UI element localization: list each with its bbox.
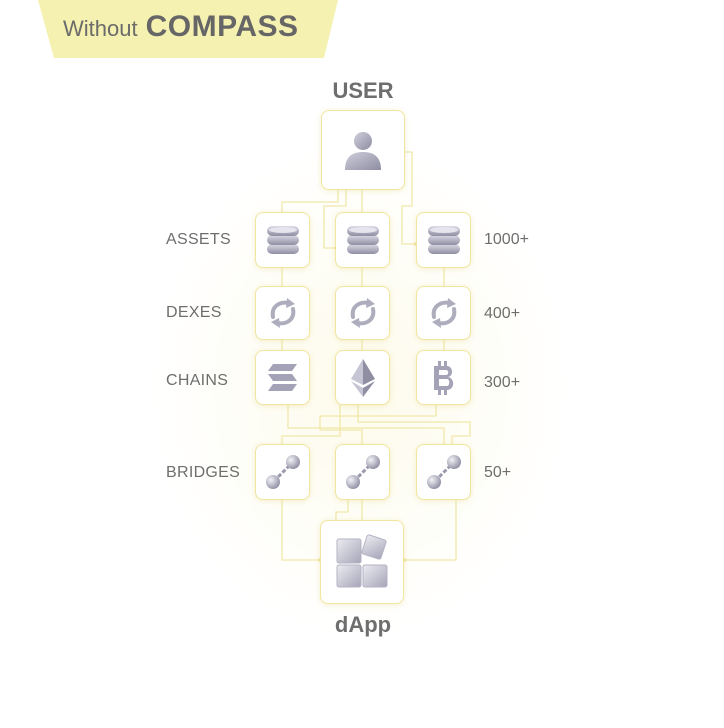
banner-shape	[38, 0, 338, 58]
dex-box-3	[416, 286, 471, 340]
chain-box-solana	[255, 350, 310, 405]
count-bridges: 50+	[484, 464, 512, 481]
solana-logo-icon	[267, 363, 297, 391]
user-box	[321, 110, 405, 190]
chain-link-icon	[265, 455, 300, 489]
asset-box-2	[335, 212, 390, 268]
asset-box-3	[416, 212, 471, 268]
row-label-dexes: DEXES	[166, 304, 222, 321]
count-chains: 300+	[484, 374, 521, 391]
chain-box-ethereum	[335, 350, 390, 405]
dapp-title: dApp	[334, 612, 392, 637]
count-dexes: 400+	[484, 305, 521, 322]
chain-link-icon	[426, 455, 461, 489]
user-title: USER	[332, 78, 394, 103]
dex-box-2	[335, 286, 390, 340]
bridge-box-3	[416, 444, 471, 500]
asset-box-1	[255, 212, 310, 268]
coin-stack-icon	[427, 226, 460, 254]
ethereum-logo-icon	[350, 358, 375, 397]
bitcoin-logo-icon	[433, 360, 453, 395]
user-icon	[345, 132, 381, 170]
banner-title: Without COMPASS	[63, 10, 299, 46]
swap-arrows-icon	[350, 298, 375, 328]
dapp-box	[320, 520, 404, 604]
banner-prefix: Without	[63, 16, 138, 41]
dex-box-1	[255, 286, 310, 340]
swap-arrows-icon	[431, 298, 456, 328]
coin-stack-icon	[266, 226, 299, 254]
count-assets: 1000+	[484, 231, 529, 248]
row-label-assets: ASSETS	[166, 231, 231, 248]
coin-stack-icon	[346, 226, 379, 254]
row-label-bridges: BRIDGES	[166, 464, 241, 481]
swap-arrows-icon	[270, 298, 295, 328]
bridge-box-1	[255, 444, 310, 500]
banner-brand: COMPASS	[145, 10, 299, 43]
chain-link-icon	[345, 455, 380, 489]
app-blocks-icon	[336, 534, 388, 588]
row-label-chains: CHAINS	[166, 372, 229, 389]
bridge-box-2	[335, 444, 390, 500]
chain-box-bitcoin	[416, 350, 471, 405]
